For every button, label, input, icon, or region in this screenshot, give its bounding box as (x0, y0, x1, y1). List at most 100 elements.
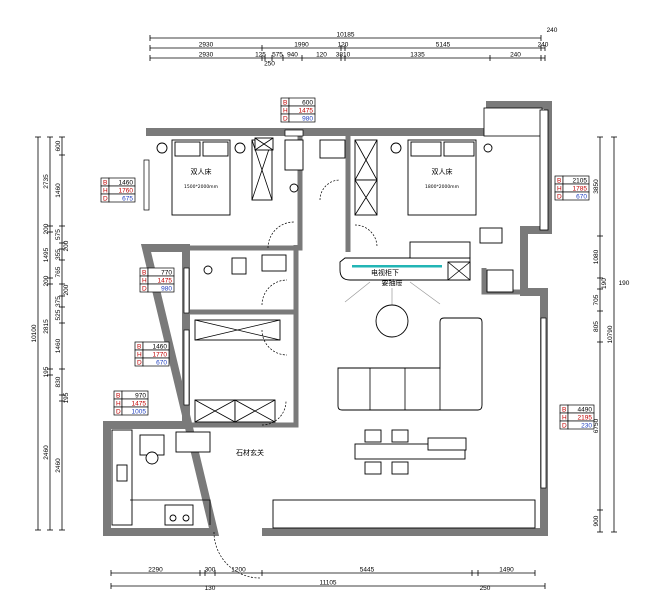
entry-label: 石材玄关 (236, 448, 264, 457)
spec-value-d: 980 (161, 286, 172, 293)
spec-value-d: 670 (576, 194, 587, 201)
spec-key: D (283, 116, 288, 123)
living-room: 石材玄关 (236, 304, 536, 529)
bottom-total-label: 11105 (319, 580, 336, 587)
left-row2-label: 575 (55, 229, 62, 240)
bed-right: 双人床 1800*2000mm (390, 139, 493, 216)
bottom-row1-label: 1490 (499, 567, 514, 574)
tv-cabinet-label-2: 要抽屉 (382, 278, 403, 287)
spec-value-d: 670 (156, 360, 167, 367)
spec-key: H (142, 278, 147, 285)
tv-cabinet-label-1: 电视柜下 (371, 268, 399, 277)
right-row1-label: 3850 (593, 179, 600, 194)
spec-key: B (562, 407, 566, 414)
top-row2-label: 575 (272, 52, 283, 59)
top-row1-label: 240 (538, 42, 549, 49)
top-extra-label: 240 (547, 27, 558, 34)
spec-key: H (116, 401, 121, 408)
top-total-label: 10185 (336, 32, 354, 39)
right-row1-label: 1080 (593, 249, 600, 264)
spec-key: D (137, 360, 142, 367)
spec-key: D (103, 196, 108, 203)
cabinet-x (194, 399, 236, 423)
top-row2-label: 3810 (336, 52, 351, 59)
top-row1-label: 120 (338, 42, 349, 49)
spec-key: B (116, 393, 120, 400)
left-row2-label: 200 (63, 240, 70, 251)
top-row2-label: 240 (510, 52, 521, 59)
left-row1-label: 2735 (43, 174, 50, 189)
spec-key: B (557, 178, 561, 185)
cabinet-x (194, 319, 281, 341)
spec-value-b: 1460 (119, 180, 134, 187)
bed-left-size: 1500*2000mm (184, 184, 218, 190)
spec-key: D (142, 286, 147, 293)
cabinet-x (254, 137, 274, 151)
bathroom-fixtures (203, 139, 346, 275)
right-small-label: 190 (619, 280, 630, 287)
cabinet-x (354, 139, 378, 181)
spec-value-h: 1475 (158, 278, 173, 285)
bottom-row1-label: 300 (205, 567, 216, 574)
spec-value-h: 1770 (153, 352, 168, 359)
doors (213, 179, 378, 579)
spec-key: B (137, 344, 141, 351)
right-row1-label: 190 (601, 278, 608, 289)
right-total-label: 10790 (607, 325, 614, 343)
top-row1-label: 1990 (294, 42, 309, 49)
top-row2-label: 940 (287, 52, 298, 59)
spec-value-h: 1785 (573, 186, 588, 193)
left-row1-label: 200 (43, 223, 50, 234)
top-row2-label: 250 (264, 61, 275, 68)
spec-key: H (137, 352, 142, 359)
left-row2-label: 200 (63, 284, 70, 295)
tv-wall: 电视柜下 要抽屉 (339, 227, 514, 308)
cabinet-x (234, 399, 276, 423)
left-row2-label: 355 (55, 249, 62, 260)
bed-right-label: 双人床 (432, 167, 453, 176)
spec-key: H (562, 415, 567, 422)
spec-value-b: 970 (135, 393, 146, 400)
bed-left: 双人床 1500*2000mm (156, 139, 246, 216)
spec-value-d: 675 (122, 196, 133, 203)
left-row2-label: 1460 (55, 183, 62, 198)
spec-value-b: 4490 (578, 407, 593, 414)
top-row2-label: 120 (316, 52, 327, 59)
bottom-small-label: 130 (205, 585, 216, 592)
top-row2-label: 2930 (199, 52, 214, 59)
left-row2-label: 195 (63, 392, 70, 403)
left-row2-label: 765 (55, 266, 62, 277)
right-row1-label: 805 (593, 321, 600, 332)
left-row2-label: 600 (55, 140, 62, 151)
spec-key: B (283, 100, 287, 107)
bed-right-size: 1800*2000mm (425, 184, 459, 190)
spec-key: D (562, 423, 567, 430)
spec-value-d: 230 (581, 423, 592, 430)
top-row2-label: 125 (255, 52, 266, 59)
left-row1-label: 1495 (43, 247, 50, 262)
spec-value-d: 1005 (132, 409, 147, 416)
bottom-small-label: 250 (480, 585, 491, 592)
left-row2-label: 830 (55, 376, 62, 387)
right-row1-label: 900 (593, 515, 600, 526)
bottom-row1-label: 5445 (360, 567, 375, 574)
spec-value-h: 1760 (119, 188, 134, 195)
bed-left-label: 双人床 (191, 167, 212, 176)
spec-value-h: 2195 (578, 415, 593, 422)
left-row2-label: 525 (55, 309, 62, 320)
spec-value-b: 1460 (153, 344, 168, 351)
left-row1-label: 2815 (43, 319, 50, 334)
top-row1-label: 2930 (199, 42, 214, 49)
spec-value-h: 1475 (132, 401, 147, 408)
left-row2-label: 375 (55, 296, 62, 307)
left-row1-label: 2460 (43, 445, 50, 460)
left-total-label: 10100 (31, 324, 38, 342)
